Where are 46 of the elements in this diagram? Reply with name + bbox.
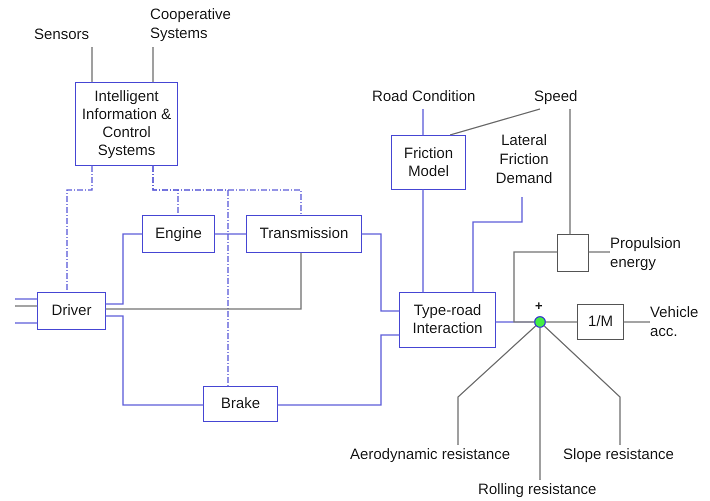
output-label: Vehicle acc. — [650, 303, 710, 343]
connector-line — [422, 190, 424, 292]
connector-line — [15, 298, 37, 300]
input-label: Sensors — [34, 25, 98, 47]
input-label: Speed — [534, 87, 588, 109]
input-label: Road Condition — [372, 87, 492, 109]
switch-box — [557, 234, 589, 272]
process-box: Driver — [37, 292, 106, 330]
connector-line — [15, 322, 37, 324]
input-label: Aerodynamic resistance — [350, 445, 535, 467]
output-label: Propulsion energy — [610, 234, 692, 274]
process-box: Type-road Interaction — [399, 292, 496, 348]
connector-line — [106, 233, 142, 305]
connector-line — [569, 109, 571, 234]
connector-line — [15, 305, 37, 307]
connector-line — [106, 315, 203, 406]
connector-line — [624, 321, 650, 323]
connector-line — [106, 253, 302, 310]
dashed-connector — [66, 166, 93, 292]
process-box: Brake — [203, 386, 278, 422]
input-label: Lateral Friction Demand — [482, 131, 566, 197]
connector-line — [422, 109, 424, 135]
connector-line — [544, 326, 621, 445]
connector-line — [546, 321, 577, 323]
process-box: Transmission — [246, 215, 362, 253]
connector-line — [91, 47, 93, 82]
connector-line — [513, 251, 557, 323]
connector-line — [215, 233, 246, 235]
connector-line — [450, 108, 540, 136]
system-box: Intelligent Information & Control Systems — [75, 82, 178, 166]
input-label: Rolling resistance — [478, 480, 618, 500]
gain-box: 1/M — [577, 304, 624, 340]
dashed-connector — [152, 166, 229, 386]
input-label: Cooperative Systems — [150, 5, 245, 47]
process-box: Engine — [142, 215, 215, 253]
connector-line — [362, 233, 399, 312]
connector-line — [278, 334, 399, 406]
input-label: Slope resistance — [563, 445, 698, 467]
connector-line — [457, 326, 536, 445]
connector-line — [472, 197, 523, 292]
connector-line — [539, 328, 541, 480]
connector-line — [152, 47, 154, 82]
process-box: Friction Model — [391, 135, 466, 190]
connector-line — [589, 251, 610, 253]
summing-junction — [534, 316, 546, 328]
plus-sign: + — [535, 298, 543, 313]
